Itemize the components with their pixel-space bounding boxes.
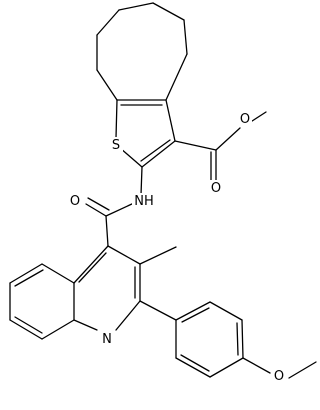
cyclooctane-ring <box>96 2 188 101</box>
amide-linkage <box>85 166 143 247</box>
methyl-bond <box>139 246 177 265</box>
sulfur-atom-label: S <box>112 138 120 153</box>
thiophene-ring <box>115 99 176 168</box>
amide-oxygen-label: O <box>70 194 80 209</box>
methyl-ester-group <box>174 111 267 181</box>
ester-carbonyl-oxygen-label: O <box>211 181 221 196</box>
quinoline-pyridine-ring <box>73 245 141 331</box>
quinoline-nitrogen-label: N <box>102 332 112 347</box>
quinoline-benzo-ring <box>9 263 75 340</box>
ester-ether-oxygen-label: O <box>240 112 250 127</box>
atom-labels: S O O O NH N O <box>68 111 286 384</box>
amide-nitrogen-label: NH <box>134 194 154 209</box>
methoxy-oxygen-label: O <box>274 369 284 384</box>
methoxyphenyl-group <box>139 300 317 379</box>
